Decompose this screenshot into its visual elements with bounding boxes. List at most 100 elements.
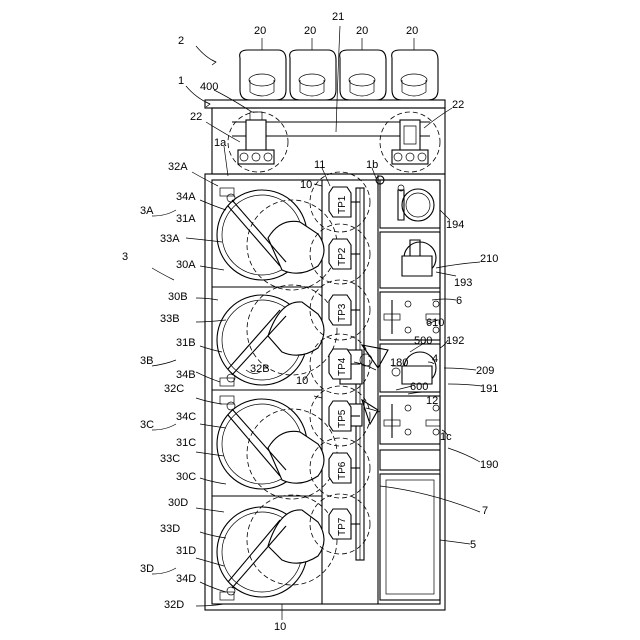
module-194-plate: [402, 189, 434, 221]
ref-label: 190: [480, 459, 498, 471]
group-arrow: [152, 568, 176, 574]
ref-label: 210: [480, 253, 498, 265]
ref-label: 1: [178, 75, 184, 87]
ref-label: 34C: [176, 411, 196, 423]
ref-label: 22: [190, 111, 202, 123]
indexer-robot: [238, 112, 274, 164]
ref-label: 610: [426, 317, 444, 329]
ref-label: 22: [452, 99, 464, 111]
carrier: [340, 50, 386, 100]
ref-label: 30A: [176, 259, 196, 271]
transfer-position-label: TP6: [337, 461, 348, 480]
ref-label: 1a: [214, 137, 227, 149]
ref-label: 180: [390, 357, 408, 369]
ref-label: 20: [304, 25, 316, 37]
carrier: [240, 50, 286, 100]
ref-label: 4: [432, 353, 438, 365]
ref-label: 33D: [160, 523, 180, 535]
ref-label: 5: [470, 539, 476, 551]
group-arrow: [152, 210, 176, 216]
transfer-position-label: TP7: [337, 517, 348, 536]
group-arrow: [152, 424, 176, 430]
ref-label: 2: [178, 35, 184, 47]
transfer-position-label: TP4: [337, 357, 348, 376]
ref-label: 31C: [176, 437, 196, 449]
ref-label: 32C: [164, 383, 184, 395]
module-194-handle: [398, 190, 404, 220]
ref-label: 10: [300, 179, 312, 191]
module-5-inner: [386, 480, 434, 594]
ref-label: 192: [446, 335, 464, 347]
ref-label: 32A: [168, 161, 188, 173]
ref-label: 34A: [176, 191, 196, 203]
ref-label: 10: [274, 621, 286, 633]
group-arrow: [152, 360, 176, 366]
processing-unit-3D: [217, 495, 337, 600]
module-191-pin: [392, 368, 400, 376]
ref-label: 1c: [440, 431, 452, 443]
module-190-slot: [426, 420, 440, 426]
transfer-position-label: TP1: [337, 195, 348, 214]
processing-unit-3B: [217, 285, 337, 386]
ref-label: 3: [122, 251, 128, 263]
transfer-position-label: TP2: [337, 247, 348, 266]
module-194: [380, 180, 440, 228]
ref-label: 21: [332, 11, 344, 23]
ref-label: 34D: [176, 573, 196, 585]
ref-label: 3B: [140, 355, 153, 367]
ref-label: 209: [476, 365, 494, 377]
module-192-pin: [405, 327, 411, 333]
module-192-pin: [405, 301, 411, 307]
ref-label: 31A: [176, 213, 196, 225]
ref-label: 3D: [140, 563, 154, 575]
ref-label: 32B: [250, 363, 270, 375]
indexer-robot: [392, 120, 428, 164]
ref-label: 20: [356, 25, 368, 37]
module-194-plate-inner: [406, 193, 430, 217]
module-192: [380, 292, 440, 340]
ref-label: 33B: [160, 313, 180, 325]
ref-label: 20: [406, 25, 418, 37]
ref-label: 400: [200, 81, 218, 93]
ref-label: 11: [314, 159, 325, 171]
module-190-pin: [433, 429, 439, 435]
ref-label: 7: [482, 505, 488, 517]
processing-unit-3A: [217, 188, 337, 290]
ref-label: 191: [480, 383, 498, 395]
ref-label: 500: [414, 335, 432, 347]
ref-label: 31D: [176, 545, 196, 557]
module-190-pin: [405, 405, 411, 411]
module-192-pin: [433, 301, 439, 307]
carrier: [392, 50, 438, 100]
processing-unit-3C: [217, 396, 337, 499]
ref-label: 6: [456, 295, 462, 307]
module-190-pin: [405, 429, 411, 435]
ref-label: 33C: [160, 453, 180, 465]
ref-label: 30D: [168, 497, 188, 509]
module-193-arm: [402, 256, 432, 276]
transfer-position-label: TP5: [337, 409, 348, 428]
ref-label: 194: [446, 219, 464, 231]
ref-label: 33A: [160, 233, 180, 245]
ref-label: 3C: [140, 419, 154, 431]
module-5: [380, 474, 440, 600]
ref-label: 10: [296, 375, 308, 387]
transfer-position-label: TP3: [337, 303, 348, 322]
group-arrow: [152, 268, 174, 280]
module-7: [380, 450, 440, 470]
ref-label: 12: [426, 395, 438, 407]
ref-label: 20: [254, 25, 266, 37]
ref-label: 32D: [164, 599, 184, 611]
ref-label: 31B: [176, 337, 196, 349]
load-port-strip: [205, 100, 445, 108]
ref-label: 34B: [176, 369, 196, 381]
ref-label: 600: [410, 381, 428, 393]
ref-label: 30B: [168, 291, 188, 303]
ref-label: 1b: [366, 159, 378, 171]
ref-label: 193: [454, 277, 472, 289]
transfer-position-tp1: TP1: [310, 172, 370, 232]
ref-label: 30C: [176, 471, 196, 483]
carrier: [290, 50, 336, 100]
ref-label: 3A: [140, 205, 154, 217]
